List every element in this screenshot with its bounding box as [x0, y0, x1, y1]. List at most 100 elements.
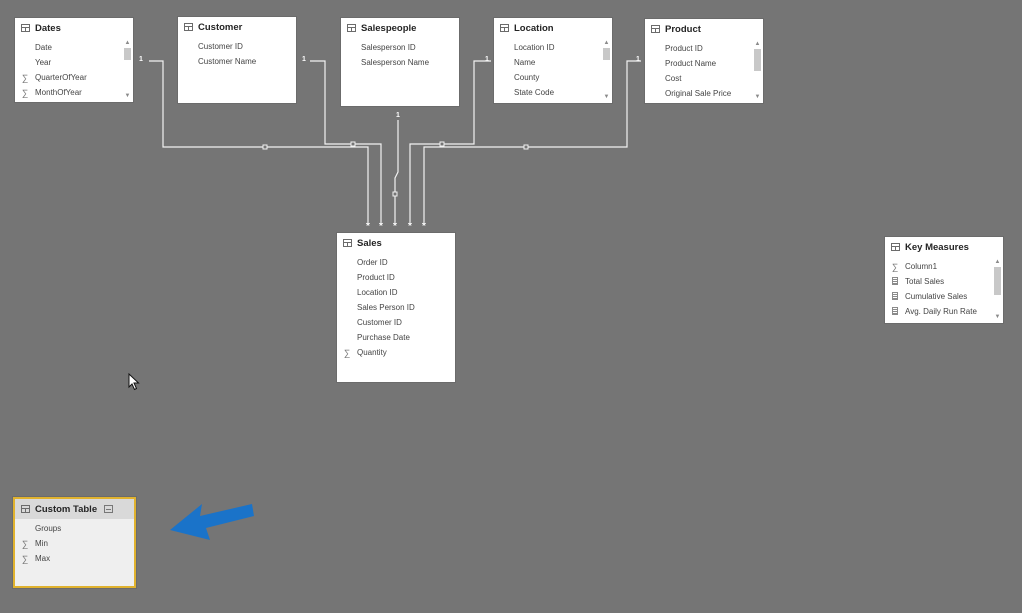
- field-row[interactable]: Avg. Daily Run Rate: [885, 304, 1003, 319]
- calculator-icon: [885, 306, 905, 317]
- field-row[interactable]: Customer Name: [178, 54, 296, 69]
- field-label: Product Name: [665, 59, 717, 68]
- cardinality-one-customer: 1: [302, 56, 306, 63]
- field-row[interactable]: ∑QuarterOfYear: [15, 70, 133, 85]
- sigma-icon: ∑: [891, 261, 899, 272]
- calculator-icon: [885, 276, 905, 287]
- scroll-thumb[interactable]: [994, 267, 1001, 295]
- field-row[interactable]: Purchase Date: [337, 330, 455, 345]
- field-row[interactable]: Location ID: [494, 40, 612, 55]
- field-row[interactable]: Product Name: [645, 56, 763, 71]
- scrollbar[interactable]: ▲ ▼: [754, 41, 761, 100]
- field-row[interactable]: Location ID: [337, 285, 455, 300]
- field-label: Column1: [905, 262, 938, 271]
- collapse-icon[interactable]: [104, 505, 114, 513]
- cardinality-one-dates: 1: [139, 56, 143, 63]
- field-row[interactable]: Year: [15, 55, 133, 70]
- relationship-filter-dot: [262, 144, 268, 150]
- field-row[interactable]: Customer ID: [337, 315, 455, 330]
- scroll-down-icon[interactable]: ▼: [754, 94, 761, 100]
- table-header[interactable]: Dates: [15, 18, 133, 38]
- scrollbar[interactable]: ▲ ▼: [994, 259, 1001, 320]
- field-label: County: [514, 73, 540, 82]
- relationship-product-sales: [423, 60, 641, 222]
- scroll-down-icon[interactable]: ▼: [994, 314, 1001, 320]
- table-header[interactable]: Location: [494, 18, 612, 38]
- table-header[interactable]: Key Measures: [885, 237, 1003, 257]
- table-header[interactable]: Sales: [337, 233, 455, 253]
- table-card-custom-table[interactable]: Custom Table Groups ∑Min∑Max: [13, 497, 136, 588]
- field-row[interactable]: Order ID: [337, 255, 455, 270]
- table-header[interactable]: Salespeople: [341, 18, 459, 38]
- field-row[interactable]: Name: [494, 55, 612, 70]
- scroll-thumb[interactable]: [124, 48, 131, 60]
- field-row[interactable]: ∑Quantity: [337, 345, 455, 360]
- field-row[interactable]: Customer ID: [178, 39, 296, 54]
- field-row[interactable]: Date: [15, 40, 133, 55]
- scroll-up-icon[interactable]: ▲: [124, 40, 131, 46]
- field-row[interactable]: ∑Min: [15, 536, 134, 551]
- table-title: Key Measures: [905, 241, 969, 253]
- field-row[interactable]: Salesperson Name: [341, 55, 459, 70]
- scrollbar[interactable]: ▲ ▼: [124, 40, 131, 99]
- scroll-up-icon[interactable]: ▲: [994, 259, 1001, 265]
- field-row[interactable]: Product ID: [337, 270, 455, 285]
- table-icon: [500, 24, 509, 32]
- field-row[interactable]: Original Sale Price: [645, 86, 763, 101]
- scroll-thumb[interactable]: [754, 49, 761, 71]
- cardinality-many: *: [393, 221, 397, 232]
- field-row[interactable]: Groups: [15, 521, 134, 536]
- cardinality-many: *: [408, 221, 412, 232]
- field-row[interactable]: Product ID: [645, 41, 763, 56]
- scrollbar[interactable]: ▲ ▼: [603, 40, 610, 100]
- table-header[interactable]: Customer: [178, 17, 296, 37]
- sigma-icon: ∑: [343, 347, 351, 358]
- field-row[interactable]: Cost: [645, 71, 763, 86]
- field-label: State Code: [514, 88, 555, 97]
- field-label: Year: [35, 58, 52, 67]
- field-row[interactable]: Salesperson ID: [341, 40, 459, 55]
- field-row[interactable]: State Code: [494, 85, 612, 100]
- field-row[interactable]: ∑MonthOfYear: [15, 85, 133, 100]
- field-label: Avg. Daily Run Rate: [905, 307, 977, 316]
- field-label: Max: [35, 554, 51, 563]
- table-header[interactable]: Custom Table: [15, 499, 134, 519]
- scroll-down-icon[interactable]: ▼: [124, 93, 131, 99]
- relationship-filter-dot: [392, 191, 398, 197]
- field-label: Product ID: [665, 44, 703, 53]
- cardinality-one-salespeople: 1: [396, 112, 400, 119]
- field-row[interactable]: ∑ Column1: [885, 259, 1003, 274]
- table-header[interactable]: Product: [645, 19, 763, 39]
- relationship-location-sales: [409, 60, 491, 222]
- table-title: Product: [665, 23, 701, 35]
- table-icon: [21, 505, 30, 513]
- field-label: Product ID: [357, 273, 395, 282]
- field-row[interactable]: Sales Person ID: [337, 300, 455, 315]
- cardinality-one-location: 1: [485, 56, 489, 63]
- scroll-thumb[interactable]: [603, 48, 610, 60]
- field-row[interactable]: County: [494, 70, 612, 85]
- field-label: Cumulative Sales: [905, 292, 968, 301]
- scroll-down-icon[interactable]: ▼: [603, 94, 610, 100]
- table-card-sales[interactable]: Sales Order ID Product ID Location ID Sales…: [337, 233, 455, 382]
- field-row[interactable]: Total Sales: [885, 274, 1003, 289]
- field-label: Min: [35, 539, 48, 548]
- scroll-up-icon[interactable]: ▲: [603, 40, 610, 46]
- field-row[interactable]: Cumulative Sales: [885, 289, 1003, 304]
- field-row[interactable]: ∑Max: [15, 551, 134, 566]
- field-label: Groups: [35, 524, 62, 533]
- scroll-up-icon[interactable]: ▲: [754, 41, 761, 47]
- field-label: Location ID: [357, 288, 398, 297]
